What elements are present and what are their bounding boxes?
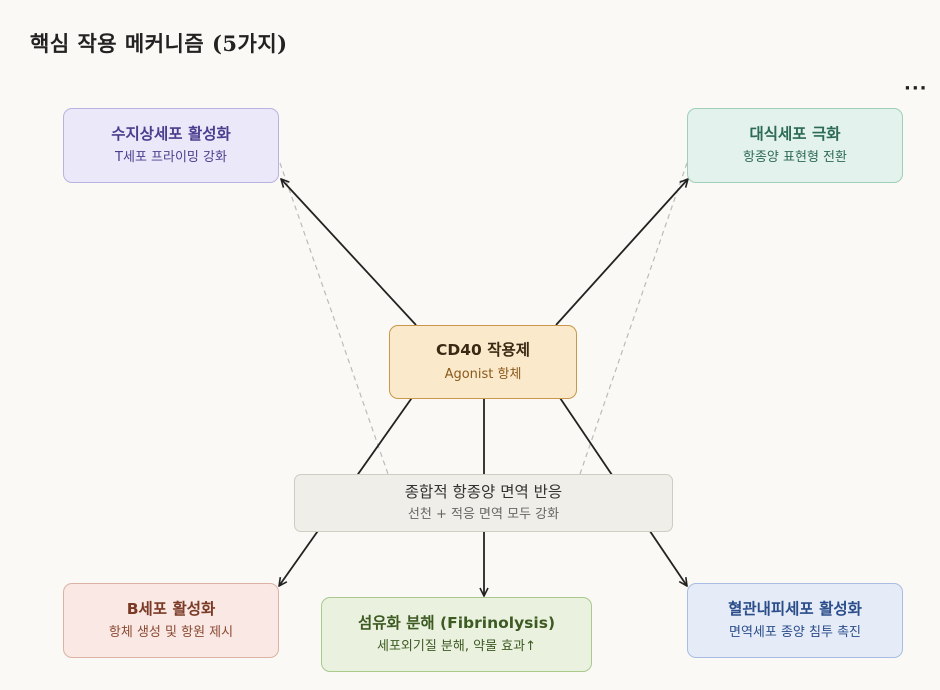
node-subtitle: 선천 + 적응 면역 모두 강화 <box>407 506 560 522</box>
node-title: 종합적 항종양 면역 반응 <box>404 483 563 502</box>
node-subtitle: 면역세포 종양 침투 촉진 <box>729 625 861 641</box>
node-title: 대식세포 극화 <box>749 124 841 143</box>
node-cd40-agonist[interactable]: CD40 작용제 Agonist 항체 <box>389 325 577 399</box>
node-title: 혈관내피세포 활성화 <box>728 599 862 618</box>
node-title: B세포 활성화 <box>126 599 216 618</box>
arrow-center-to-dendritic <box>281 179 417 326</box>
node-subtitle: 항종양 표현형 전환 <box>743 150 847 166</box>
dashed-link-macrophage-integrated <box>579 162 688 475</box>
node-title: 섬유화 분해 (Fibrinolysis) <box>357 613 556 632</box>
more-options-button[interactable]: ··· <box>904 78 928 99</box>
node-endothelial-activation[interactable]: 혈관내피세포 활성화 면역세포 종양 침투 촉진 <box>687 583 903 658</box>
node-integrated-antitumor-response[interactable]: 종합적 항종양 면역 반응 선천 + 적응 면역 모두 강화 <box>294 474 673 532</box>
node-dendritic-cell-activation[interactable]: 수지상세포 활성화 T세포 프라이밍 강화 <box>63 108 279 183</box>
node-macrophage-polarization[interactable]: 대식세포 극화 항종양 표현형 전환 <box>687 108 903 183</box>
node-bcell-activation[interactable]: B세포 활성화 항체 생성 및 항원 제시 <box>63 583 279 658</box>
node-title: CD40 작용제 <box>436 341 530 360</box>
node-subtitle: Agonist 항체 <box>444 366 522 382</box>
node-subtitle: T세포 프라이밍 강화 <box>115 150 227 166</box>
page-title: 핵심 작용 메커니즘 (5가지) <box>30 31 288 56</box>
node-fibrinolysis[interactable]: 섬유화 분해 (Fibrinolysis) 세포외기질 분해, 약물 효과↑ <box>321 597 592 672</box>
node-subtitle: 세포외기질 분해, 약물 효과↑ <box>377 639 536 655</box>
arrow-center-to-macrophage <box>555 179 688 326</box>
dashed-link-dendritic-integrated <box>279 162 389 475</box>
node-subtitle: 항체 생성 및 항원 제시 <box>108 625 234 641</box>
node-title: 수지상세포 활성화 <box>111 124 231 143</box>
